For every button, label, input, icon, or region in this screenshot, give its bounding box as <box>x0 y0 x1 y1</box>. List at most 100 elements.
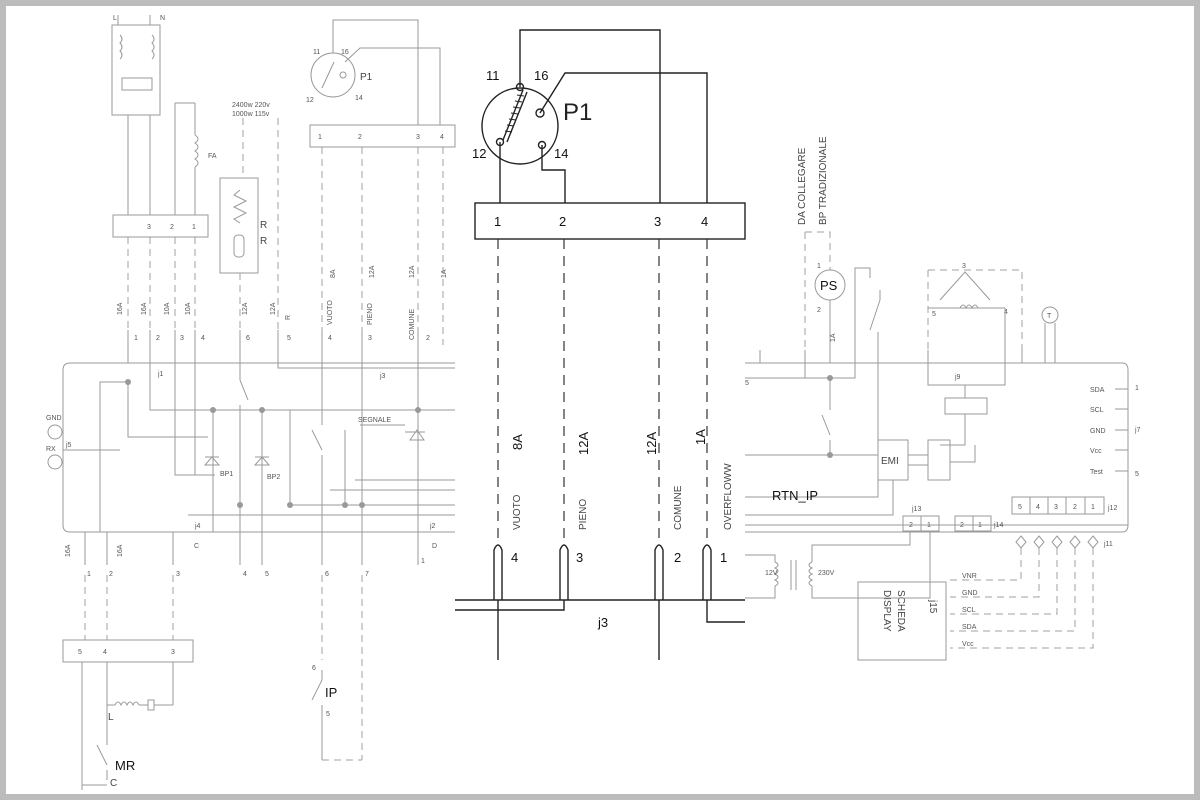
j13-pin: 1 <box>927 522 931 529</box>
pin-number: 2 <box>156 335 160 342</box>
wire-current: 16A <box>65 544 72 557</box>
j12-pin: 1 <box>1091 504 1095 511</box>
connector-j1-label: j1 <box>157 371 164 378</box>
connector-j3-center: j3 <box>597 615 608 630</box>
connector-j15-label: j15 <box>927 599 938 614</box>
ip-pin: 6 <box>312 665 316 672</box>
transformer-label: 12V <box>765 570 778 577</box>
center-zoom: 11 16 12 14 P1 1 2 3 4 8A 12A 12A 1A VUO… <box>455 29 746 660</box>
strip2-pin: 1 <box>318 134 322 141</box>
fa-label: FA <box>208 153 217 160</box>
display-line-label: VNR <box>962 573 977 580</box>
p1-contact-14: 14 <box>554 146 568 161</box>
display-line-label: Vcc <box>962 641 974 648</box>
wire-current-overflow: 1A <box>693 429 708 445</box>
supply-label-n: N <box>160 15 165 22</box>
ip-label: IP <box>325 685 337 700</box>
j12-pin: 3 <box>1054 504 1058 511</box>
supply-block: L N <box>111 15 165 116</box>
pin-number: 3 <box>180 335 184 342</box>
inductor-fa-icon <box>194 134 199 168</box>
transformer-icon <box>773 561 779 587</box>
supply-label-l: L <box>113 15 117 22</box>
j7-pin: 5 <box>1135 471 1139 478</box>
center-terminal-strip <box>474 202 746 240</box>
j7-line-label: Vcc <box>1090 448 1102 455</box>
rtn-ip-label: RTN_IP <box>772 488 818 503</box>
strip3-pin: 5 <box>78 649 82 656</box>
wire-name: COMUNE <box>409 309 416 340</box>
power-rating: 1000w 115v <box>232 111 270 118</box>
wire-current: 10A <box>185 302 192 315</box>
wire-current: 12A <box>270 302 277 315</box>
emi-label: EMI <box>881 456 899 467</box>
pin-letter: D <box>432 543 437 550</box>
pin-number: 3 <box>368 335 372 342</box>
pin-number: 1 <box>421 558 425 565</box>
strip2-pin: 4 <box>440 134 444 141</box>
strip1-pin: 2 <box>170 224 174 231</box>
pin-number: 1 <box>134 335 138 342</box>
wire-name: PIENO <box>367 303 374 325</box>
t-sensor <box>1041 306 1059 324</box>
pin-number: 4 <box>328 335 332 342</box>
pin-number-4: 4 <box>511 550 518 565</box>
display-label: DISPLAY <box>881 590 892 632</box>
p1-contact-16: 16 <box>534 68 548 83</box>
inductor-l-label: L <box>108 712 114 723</box>
wire-current-vuoto: 8A <box>510 434 525 450</box>
ps-label: PS <box>820 278 838 293</box>
connector-j7-label: j7 <box>1134 427 1141 434</box>
diode-icon <box>409 429 425 441</box>
pin-number-2: 2 <box>674 550 681 565</box>
note-line: DA COLLEGARE <box>797 147 808 225</box>
terminal-strip-2 <box>309 124 456 148</box>
wire-current: 16A <box>117 302 124 315</box>
gnd-terminal <box>47 424 63 440</box>
strip1-pin: 3 <box>147 224 151 231</box>
terminal-label: 2 <box>559 214 566 229</box>
j12-pin: 2 <box>1073 504 1077 511</box>
j7-line-label: SCL <box>1090 407 1104 414</box>
heater-label: R <box>260 236 267 247</box>
contact-arm-icon <box>502 89 528 143</box>
t-label: T <box>1047 313 1052 320</box>
strip1-pin: 1 <box>192 224 196 231</box>
wire-name-comune: COMUNE <box>673 485 684 530</box>
rx-label: RX <box>46 446 56 453</box>
connector-j4-label: j4 <box>194 523 201 530</box>
display-board <box>857 581 947 661</box>
pin-number: 3 <box>176 571 180 578</box>
connector-j12-label: j12 <box>1107 505 1117 512</box>
right-region: DA COLLEGARE BP TRADIZIONALE PS 1 2 1A 3… <box>745 136 1141 661</box>
pin-number: 6 <box>325 571 329 578</box>
main-board-outline <box>62 362 455 533</box>
terminal-label: 4 <box>701 214 708 229</box>
triac-bp1-icon <box>203 456 221 466</box>
display-line-label: SDA <box>962 624 977 631</box>
p1-title: P1 <box>563 99 592 126</box>
bp2-label: BP2 <box>267 474 280 481</box>
pin-letter: C <box>194 543 199 550</box>
rectifier <box>927 439 951 481</box>
p1-contact-11: 11 <box>486 68 500 83</box>
bp1-label: BP1 <box>220 471 233 478</box>
transformer-label: 230V <box>818 570 835 577</box>
gnd-label: GND <box>46 415 62 422</box>
display-line-label: GND <box>962 590 978 597</box>
terminal-strip-3 <box>62 639 194 663</box>
connector-j14-label: j14 <box>993 522 1003 529</box>
diagram-sheet: L N FA 3 2 1 16A 16A 10A 10A 2400w 220v … <box>6 6 1194 794</box>
strip2-pin: 3 <box>416 134 420 141</box>
fuse-icon <box>147 699 155 711</box>
wire-name: R <box>285 315 292 320</box>
wire-current-pieno: 12A <box>576 432 591 455</box>
p1-contact: 11 <box>313 49 320 56</box>
pin-number: 2 <box>426 335 430 342</box>
board-wiring <box>63 363 455 532</box>
connector-j12 <box>1011 496 1105 515</box>
connector-j11: j11 <box>950 535 1113 649</box>
strip3-pin: 4 <box>103 649 107 656</box>
wire-name-vuoto: VUOTO <box>512 494 523 530</box>
